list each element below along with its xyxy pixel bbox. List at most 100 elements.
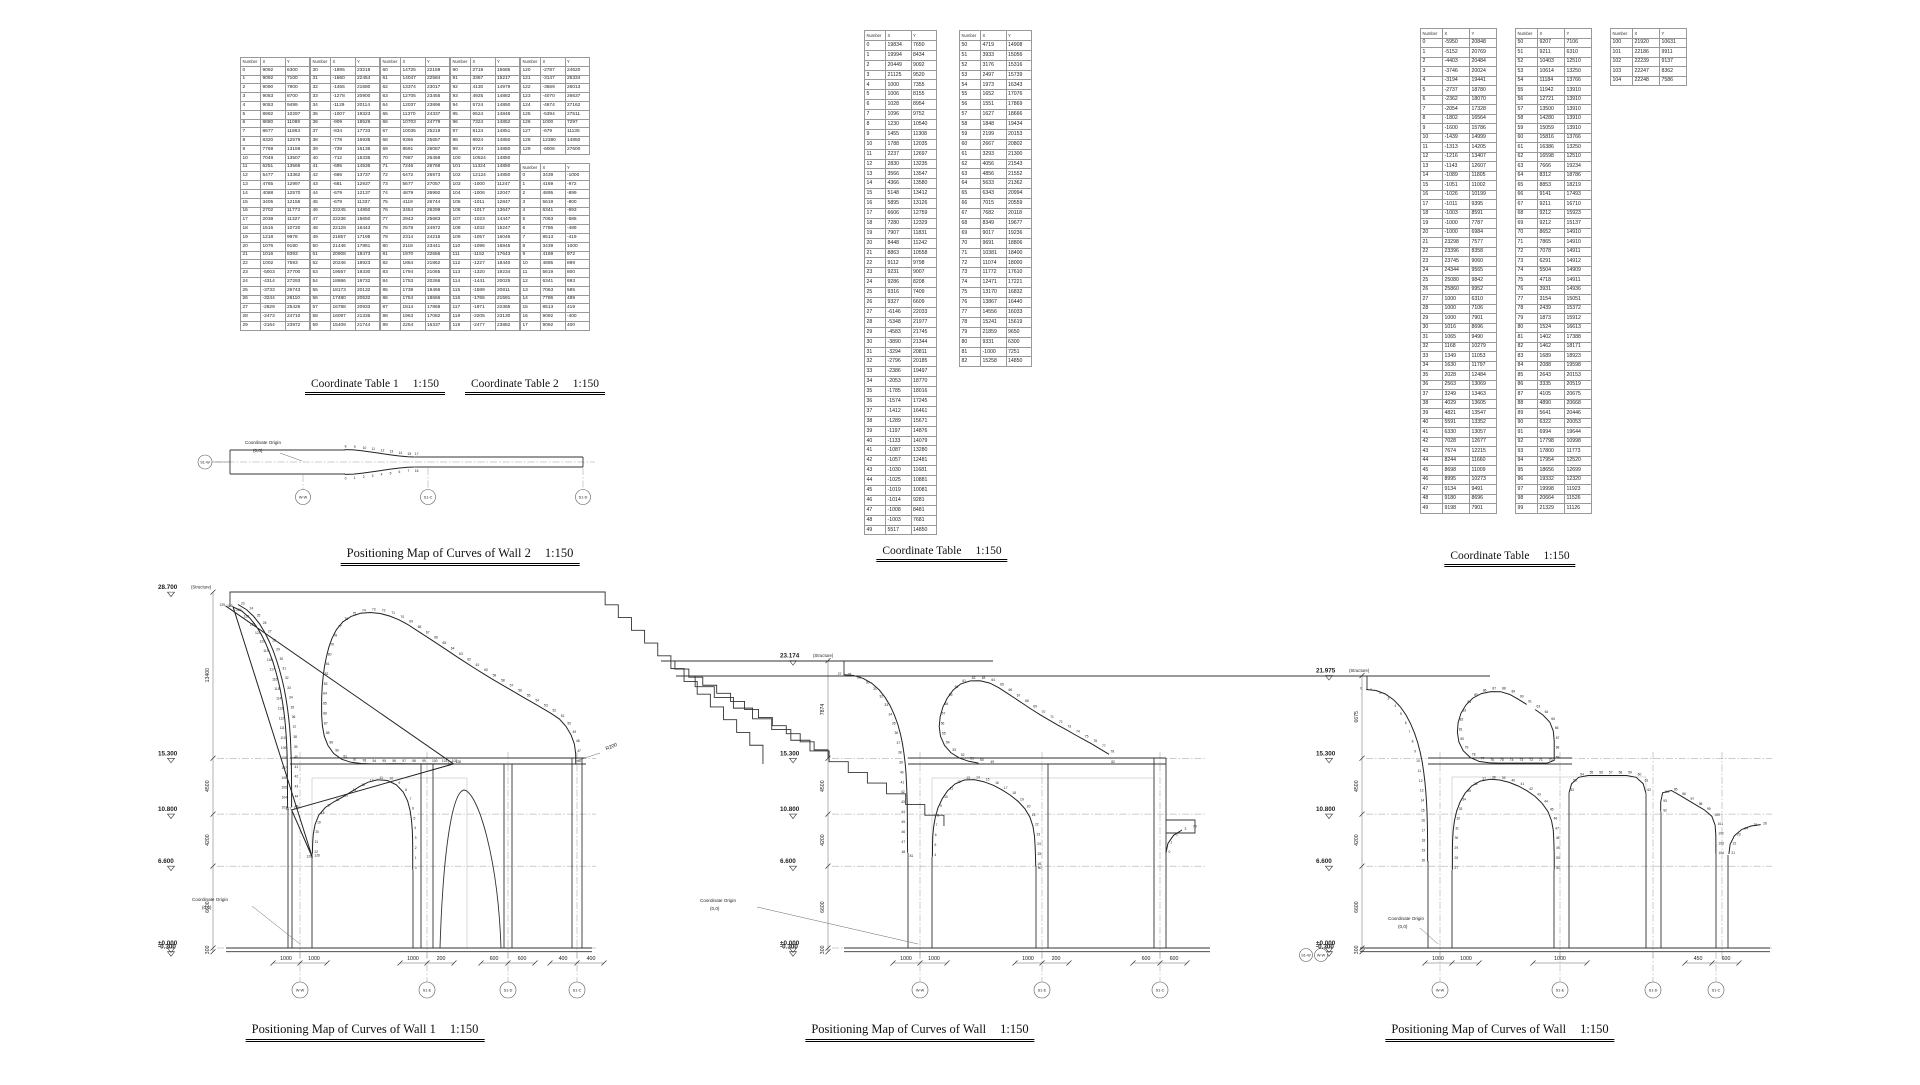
svg-text:11: 11	[380, 776, 384, 780]
svg-text:71: 71	[1050, 715, 1054, 719]
svg-text:77: 77	[1481, 756, 1485, 760]
svg-text:18: 18	[321, 811, 325, 815]
svg-text:S1-C: S1-C	[1156, 988, 1165, 992]
svg-text:57: 57	[942, 712, 946, 716]
svg-text:64: 64	[451, 647, 455, 651]
svg-text:98: 98	[1699, 802, 1703, 806]
svg-text:15: 15	[408, 452, 412, 456]
svg-text:69: 69	[1556, 755, 1560, 759]
svg-text:107: 107	[281, 766, 287, 770]
svg-text:25: 25	[1038, 852, 1042, 856]
svg-text:47: 47	[577, 749, 581, 753]
svg-text:31: 31	[1455, 826, 1459, 830]
svg-text:59: 59	[949, 693, 953, 697]
svg-text:50: 50	[1556, 856, 1560, 860]
svg-text:58: 58	[501, 678, 505, 682]
svg-text:66: 66	[1555, 726, 1559, 730]
svg-text:74: 74	[362, 608, 366, 612]
svg-text:48: 48	[1556, 836, 1560, 840]
svg-text:1: 1	[354, 476, 356, 480]
svg-text:29: 29	[857, 675, 861, 679]
svg-text:15.300: 15.300	[1316, 750, 1336, 757]
svg-text:23: 23	[1737, 833, 1741, 837]
svg-text:79: 79	[1465, 746, 1469, 750]
svg-text:0: 0	[415, 866, 417, 870]
svg-text:46: 46	[577, 759, 581, 763]
svg-text:2: 2	[1176, 832, 1178, 836]
svg-text:S1-C: S1-C	[424, 495, 433, 499]
svg-text:53: 53	[952, 748, 956, 752]
svg-text:89: 89	[329, 740, 333, 744]
svg-text:110: 110	[280, 736, 285, 740]
svg-text:83: 83	[1462, 708, 1466, 712]
svg-text:2: 2	[363, 475, 365, 479]
svg-text:36: 36	[292, 715, 296, 719]
svg-text:300: 300	[205, 945, 211, 954]
svg-text:100: 100	[432, 759, 438, 763]
svg-text:52: 52	[1570, 788, 1574, 792]
svg-text:129: 129	[220, 603, 226, 607]
svg-text:-0.300: -0.300	[780, 944, 798, 951]
svg-text:30: 30	[1455, 836, 1459, 840]
svg-text:4500: 4500	[820, 780, 826, 792]
svg-text:105: 105	[281, 786, 287, 790]
svg-text:25: 25	[257, 613, 261, 617]
svg-text:33: 33	[1459, 807, 1463, 811]
svg-text:26: 26	[1038, 862, 1042, 866]
svg-text:±0.000: ±0.000	[1316, 940, 1336, 947]
svg-text:S1-E: S1-E	[1556, 988, 1565, 992]
svg-text:54: 54	[535, 698, 539, 702]
svg-text:1000: 1000	[928, 956, 940, 962]
svg-text:70: 70	[401, 615, 405, 619]
svg-text:43: 43	[1537, 793, 1541, 797]
svg-text:121: 121	[255, 631, 261, 635]
svg-text:91: 91	[1528, 699, 1532, 703]
svg-text:39: 39	[1502, 776, 1506, 780]
svg-text:13: 13	[390, 450, 394, 454]
svg-text:44: 44	[901, 810, 905, 814]
svg-text:1000: 1000	[1022, 956, 1034, 962]
svg-text:126: 126	[314, 854, 320, 858]
svg-text:34: 34	[889, 712, 893, 716]
svg-text:6.600: 6.600	[1316, 858, 1332, 865]
svg-text:14: 14	[976, 776, 980, 780]
svg-text:74: 74	[1510, 758, 1514, 762]
svg-text:4: 4	[1394, 704, 1396, 708]
svg-text:23: 23	[241, 602, 245, 606]
svg-text:44: 44	[1544, 799, 1548, 803]
svg-text:51: 51	[561, 714, 565, 718]
svg-text:400: 400	[559, 956, 568, 962]
svg-text:6.600: 6.600	[780, 858, 796, 865]
svg-text:21: 21	[1731, 851, 1735, 855]
svg-text:13: 13	[1420, 789, 1424, 793]
svg-text:108: 108	[281, 756, 287, 760]
svg-text:70: 70	[1549, 758, 1553, 762]
svg-text:42: 42	[1529, 787, 1533, 791]
svg-text:43: 43	[295, 785, 299, 789]
svg-text:31: 31	[282, 667, 286, 671]
svg-text:23: 23	[1036, 832, 1040, 836]
svg-text:71: 71	[391, 611, 395, 615]
svg-text:97: 97	[1690, 797, 1694, 801]
svg-text:33: 33	[287, 686, 291, 690]
svg-text:72: 72	[382, 609, 386, 613]
svg-text:21: 21	[315, 840, 319, 844]
